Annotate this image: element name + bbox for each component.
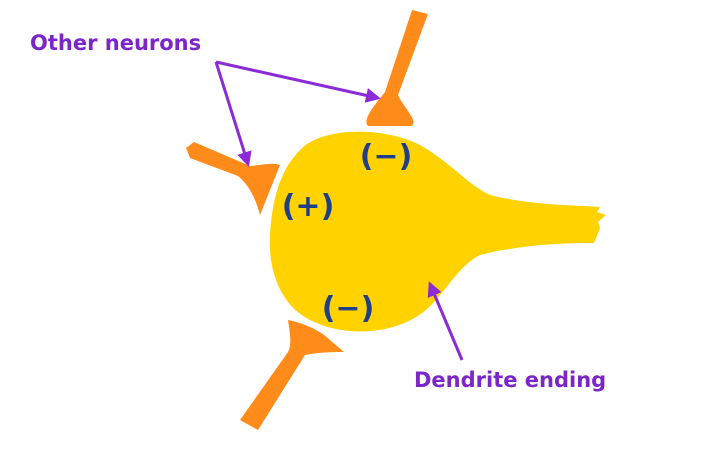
charge-left: (+): [282, 189, 335, 224]
charge-top: (−): [360, 139, 413, 174]
charge-bottom: (−): [322, 291, 375, 326]
arrow-to-top-terminal: [215, 60, 381, 103]
bottom-axon-terminal: [240, 320, 344, 430]
dendrite-ending-label: Dendrite ending: [414, 368, 607, 392]
other-neurons-label: Other neurons: [30, 31, 202, 55]
neuron-cell-body: [269, 131, 606, 332]
top-axon-terminal: [366, 10, 428, 126]
left-axon-terminal: [186, 142, 280, 215]
arrow-to-dendrite: [427, 281, 464, 361]
arrow-to-left-terminal: [214, 61, 252, 167]
